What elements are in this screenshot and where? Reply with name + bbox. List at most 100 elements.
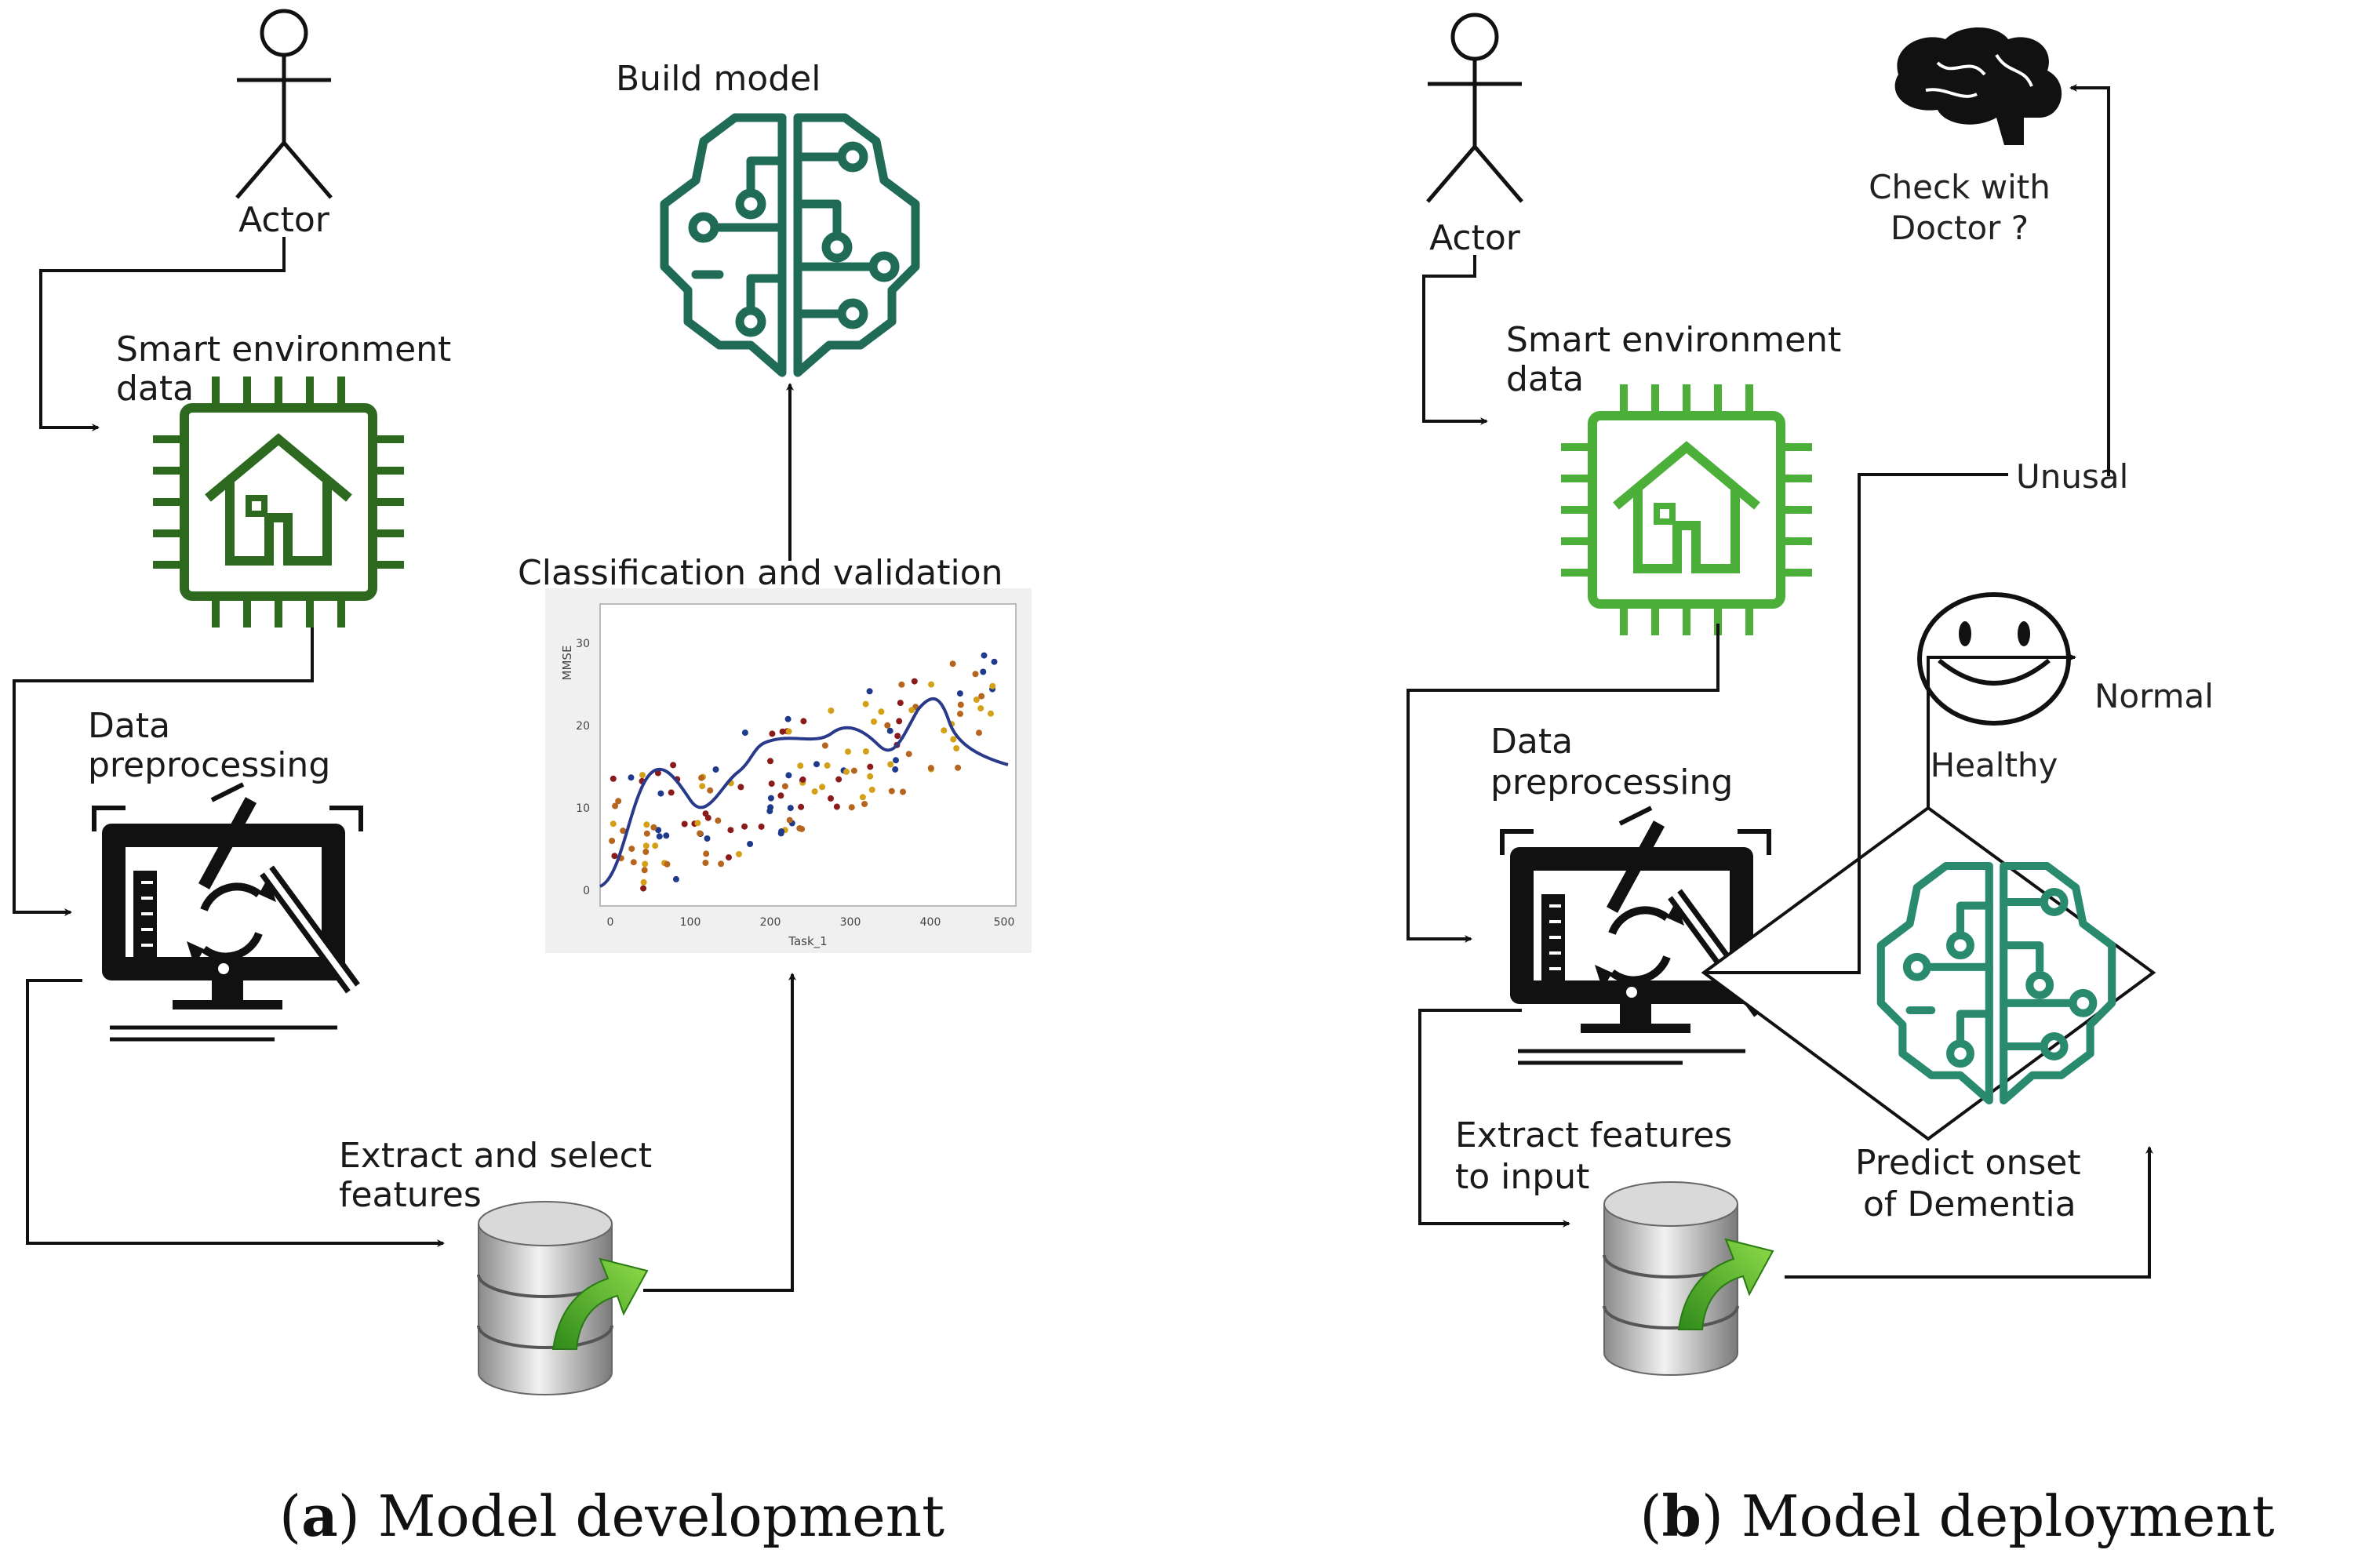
unusual-label: Unusal [2016, 457, 2128, 496]
scatter-point [702, 860, 709, 866]
caption-a: (a) Model development [279, 1482, 944, 1549]
scatter-points [609, 652, 998, 892]
scatter-point [767, 795, 774, 802]
scatter-point [828, 708, 835, 714]
arrow-b-extract-to-predict [1785, 1146, 2153, 1279]
scatter-point [871, 718, 877, 725]
scatter-point [703, 850, 710, 857]
scatter-point [630, 859, 637, 866]
actor-label: Actor [238, 200, 330, 240]
caption-a-letter: a [301, 1482, 338, 1549]
scatter-point [712, 766, 719, 773]
scatter-point [833, 803, 840, 810]
scatter-point [654, 769, 661, 777]
scatter-point [862, 700, 869, 708]
check-line2: Doctor ? [1891, 209, 2029, 247]
x-tick-300: 300 [840, 916, 861, 929]
scatter-point [843, 768, 850, 775]
scatter-point [896, 718, 903, 725]
scatter-point [747, 841, 754, 847]
scatter-point [911, 678, 918, 685]
scatter-point [767, 758, 773, 765]
scatter-point [796, 825, 803, 831]
database-icon [477, 1200, 649, 1396]
scatter-point [657, 790, 664, 797]
arrow-preprocess-to-extract [26, 979, 445, 1247]
scatter-point [767, 804, 774, 811]
scatter-point [704, 814, 711, 821]
scatter-point [639, 772, 646, 779]
caption-b: (b) Model deployment [1639, 1482, 2274, 1549]
scatter-point [768, 780, 775, 788]
scatter-point [981, 652, 988, 659]
scatter-point [769, 730, 776, 737]
scatter-point [862, 748, 869, 755]
scatter-point [955, 764, 962, 771]
scatter-point [900, 788, 906, 795]
scatter-point [973, 697, 980, 703]
scatter-point [861, 801, 868, 807]
scatter-point [828, 795, 834, 802]
panel-a: Actor Smart environment data Data prepro… [13, 11, 1032, 1549]
scatter-point [641, 867, 648, 874]
scatter-point [777, 830, 784, 837]
arrow-b-data-to-preprocess [1407, 624, 1719, 943]
caption-a-text: Model development [360, 1483, 944, 1549]
scatter-point [867, 773, 874, 780]
x-tick-400: 400 [920, 916, 941, 929]
brain-silhouette-icon [1894, 27, 2062, 145]
plot-ylabel: MMSE [560, 646, 574, 681]
scatter-point [905, 751, 912, 758]
scatter-point [698, 774, 705, 781]
scatter-point [655, 827, 662, 834]
x-tick-500: 500 [994, 916, 1015, 929]
preprocess-label-line1: Data [88, 706, 170, 746]
scatter-point [694, 820, 701, 827]
scatter-point [956, 690, 963, 697]
scatter-point [758, 823, 765, 830]
scatter-point [785, 772, 792, 779]
scatter-point [888, 788, 895, 795]
scatter-point [866, 688, 873, 695]
build-model-label: Build model [616, 59, 821, 99]
scatter-point [799, 776, 806, 783]
actor-icon [237, 11, 331, 198]
scatter-point [892, 766, 899, 773]
scatter-point [988, 710, 994, 717]
scatter-point [609, 838, 616, 844]
monitor-preprocess-icon-b [1502, 808, 1769, 1063]
arrow-extract-to-classify [643, 973, 796, 1292]
arrow-data-to-preprocess [13, 628, 314, 916]
scatter-point [718, 860, 725, 868]
scatter-point [893, 757, 899, 764]
extract-b-line2: to input [1455, 1157, 1589, 1197]
scatter-point [978, 693, 985, 700]
scatter-point [953, 745, 960, 751]
scatter-point [819, 784, 826, 791]
scatter-point [620, 828, 627, 835]
scatter-point [642, 860, 649, 868]
panel-b: Actor Smart environment data Data prepro… [1407, 15, 2275, 1549]
arrow-b-preprocess-to-extract [1418, 1009, 1570, 1228]
scatter-point [779, 728, 786, 735]
preprocess-b-line1: Data [1490, 722, 1573, 762]
scatter-point [663, 832, 670, 839]
scatter-point [611, 853, 618, 860]
actor-icon-b [1428, 15, 1522, 202]
scatter-point [835, 776, 842, 783]
scatter-point [628, 774, 635, 781]
scatter-point [615, 798, 622, 805]
scatter-point [980, 668, 987, 675]
smart-env-label-line2: data [116, 369, 194, 409]
smart-env-b-line1: Smart environment [1506, 320, 1841, 360]
scatter-point [957, 711, 963, 718]
brain-model-icon [664, 118, 915, 373]
scatter-point [642, 849, 650, 855]
scatter-point [798, 803, 805, 810]
smart-env-b-line2: data [1506, 359, 1584, 399]
extract-label-line1: Extract and select [339, 1136, 652, 1176]
scatter-point [612, 802, 619, 809]
scatter-point [786, 817, 793, 824]
scatter-point [908, 707, 915, 714]
